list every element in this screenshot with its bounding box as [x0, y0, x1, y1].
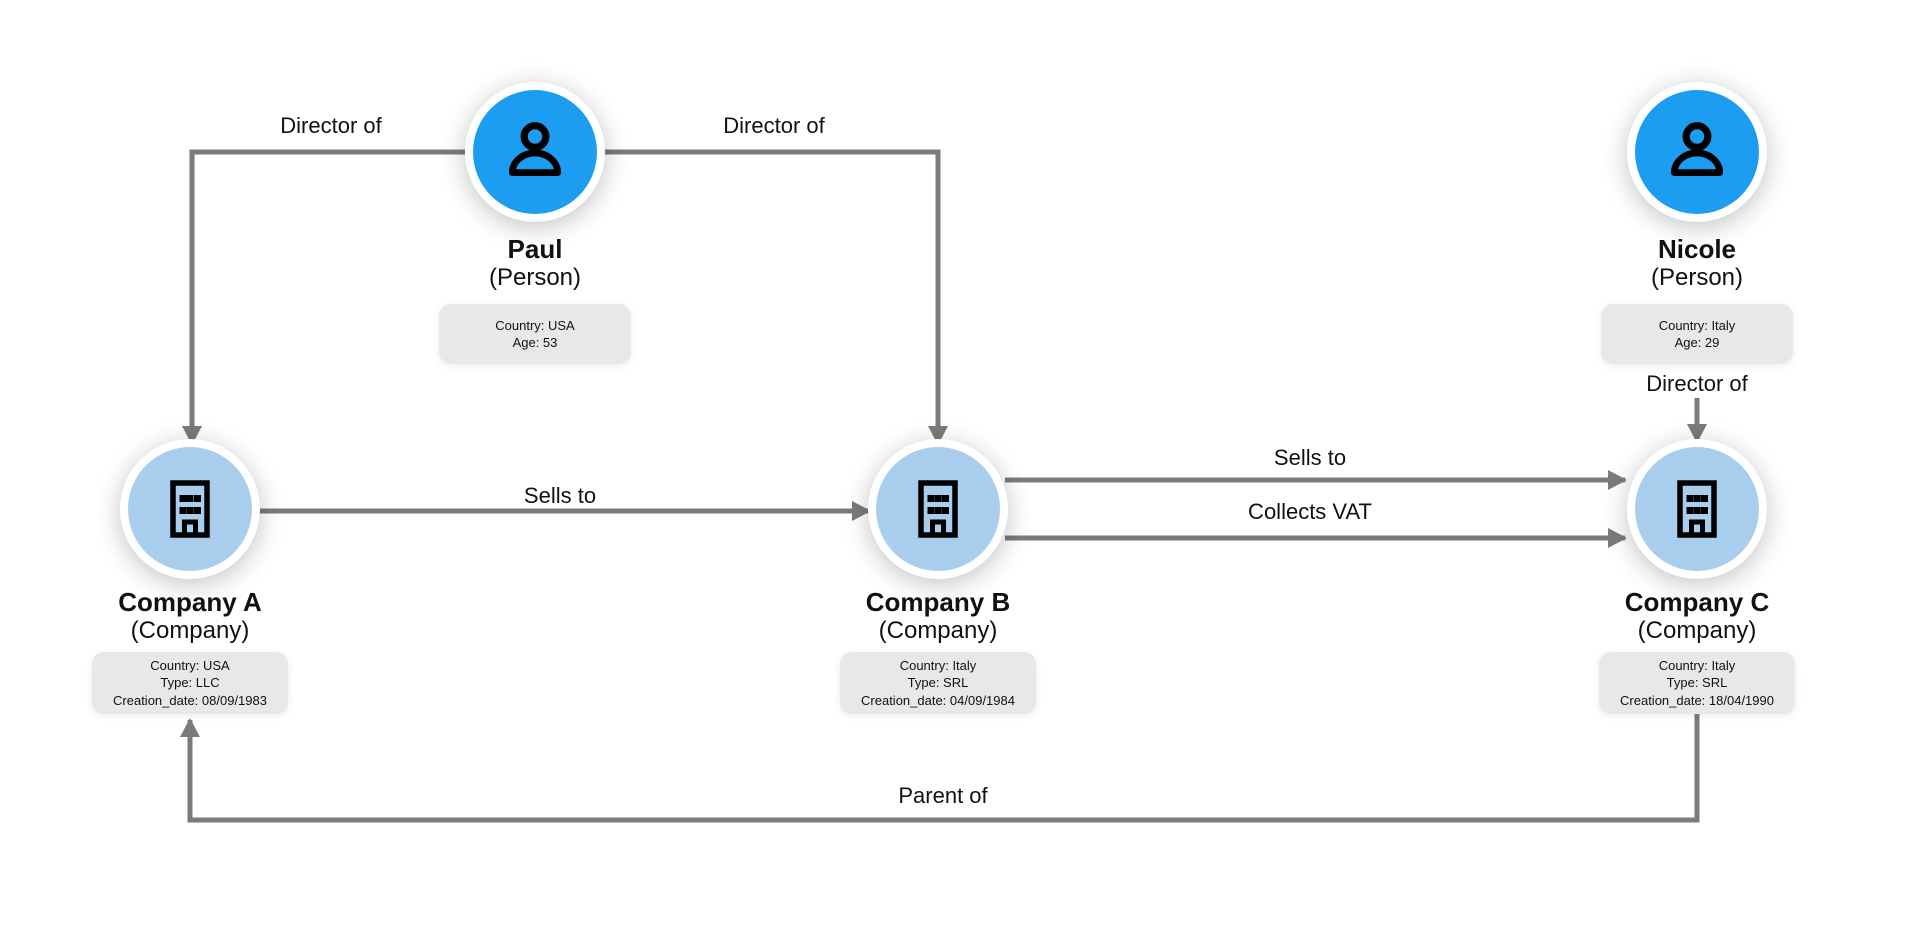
person-icon — [1670, 122, 1724, 176]
attribute-box: Country: Italy Type: SRL Creation_date: … — [840, 652, 1036, 714]
attribute-line: Country: USA — [495, 317, 575, 333]
edge-label-collects-vat: Collects VAT — [1248, 499, 1372, 524]
attribute-line: Country: Italy — [1658, 657, 1736, 673]
edge-label-parent-of: Parent of — [898, 783, 988, 808]
attribute-line: Country: USA — [150, 657, 230, 673]
node-type: (Person) — [1650, 264, 1744, 291]
edge-company-c-to-company-a — [180, 714, 1700, 823]
company-node-circle — [120, 439, 260, 579]
edge-label-sells-to-b-c: Sells to — [1273, 445, 1347, 470]
building-icon — [1677, 480, 1717, 538]
node-name: Company A — [118, 587, 262, 617]
attribute-line: Type: SRL — [1666, 675, 1728, 691]
company-disc — [128, 447, 252, 571]
edge-paul-to-company-a — [182, 149, 469, 445]
edge-label-director-of-nicole-c: Director of — [1646, 371, 1748, 396]
attribute-line: Creation_date: 18/04/1990 — [1620, 692, 1774, 708]
edge-label-director-of-paul-a: Director of — [280, 113, 382, 138]
node-name: Company B — [865, 587, 1011, 617]
node-company-b: Company B (Company) Country: Italy Type:… — [826, 439, 1050, 714]
company-disc — [876, 447, 1000, 571]
node-name: Company C — [1624, 587, 1770, 617]
node-type: (Company) — [130, 617, 250, 644]
node-name: Nicole — [1657, 234, 1737, 264]
node-company-a: Company A (Company) Country: USA Type: L… — [78, 439, 302, 714]
node-name: Paul — [507, 234, 563, 264]
person-node-circle — [465, 82, 605, 222]
company-node-circle — [868, 439, 1008, 579]
node-company-c: Company C (Company) Country: Italy Type:… — [1585, 439, 1809, 714]
person-disc — [1635, 90, 1759, 214]
building-icon — [918, 480, 958, 538]
company-disc — [1635, 447, 1759, 571]
attribute-line: Age: 29 — [1674, 335, 1720, 350]
node-paul: Paul (Person) Country: USA Age: 53 — [423, 82, 647, 364]
node-type: (Company) — [1637, 617, 1757, 644]
node-type: (Company) — [878, 617, 998, 644]
person-node-circle — [1627, 82, 1767, 222]
attribute-box: Country: Italy Type: SRL Creation_date: … — [1599, 652, 1795, 714]
company-node-circle — [1627, 439, 1767, 579]
attribute-line: Country: Italy — [899, 657, 977, 673]
edge-label-director-of-paul-b: Director of — [723, 113, 825, 138]
attribute-box: Country: USA Age: 53 — [439, 304, 631, 364]
edge-paul-to-company-b — [601, 149, 948, 445]
building-icon — [170, 480, 210, 538]
attribute-line: Creation_date: 04/09/1984 — [861, 692, 1015, 708]
attribute-line: Age: 53 — [512, 335, 558, 350]
attribute-box: Country: Italy Age: 29 — [1601, 304, 1793, 364]
attribute-line: Type: LLC — [160, 675, 220, 691]
node-nicole: Nicole (Person) Country: Italy Age: 29 — [1585, 82, 1809, 364]
edge-label-sells-to-a-b: Sells to — [523, 483, 597, 508]
attribute-line: Country: Italy — [1658, 317, 1736, 333]
person-icon — [508, 122, 562, 176]
attribute-line: Type: SRL — [907, 675, 969, 691]
person-disc — [473, 90, 597, 214]
attribute-box: Country: USA Type: LLC Creation_date: 08… — [92, 652, 288, 714]
node-type: (Person) — [488, 264, 582, 291]
attribute-line: Creation_date: 08/09/1983 — [113, 692, 267, 708]
